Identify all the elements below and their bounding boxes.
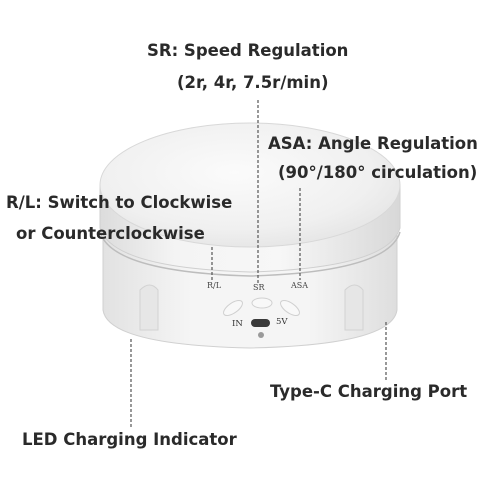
sr-title: SR: Speed Regulation [147,41,349,60]
led-callout: LED Charging Indicator [22,430,237,449]
left-foot [139,284,159,331]
right-foot [344,284,364,331]
typec-callout: Type-C Charging Port [270,382,468,401]
led-dot [258,332,264,338]
usb-c-port [251,319,270,327]
platter-seam [99,231,401,277]
asa-detail: (90°/180° circulation) [278,163,478,182]
platter-top [99,122,401,248]
rl-title: R/L: Switch to Clockwise [6,193,233,212]
sr-button-label: SR [253,283,265,292]
rl-detail: or Counterclockwise [16,224,205,243]
sr-button-shape [251,297,273,309]
rl-button-shape [223,299,243,317]
rl-button-label: R/L [207,281,222,290]
asa-title: ASA: Angle Regulation [268,134,478,153]
port-in-label: IN [232,319,243,329]
asa-button-label: ASA [291,281,309,290]
port-5v-label: 5V [276,317,288,327]
asa-button-shape [280,299,300,317]
sr-detail: (2r, 4r, 7.5r/min) [177,73,329,92]
